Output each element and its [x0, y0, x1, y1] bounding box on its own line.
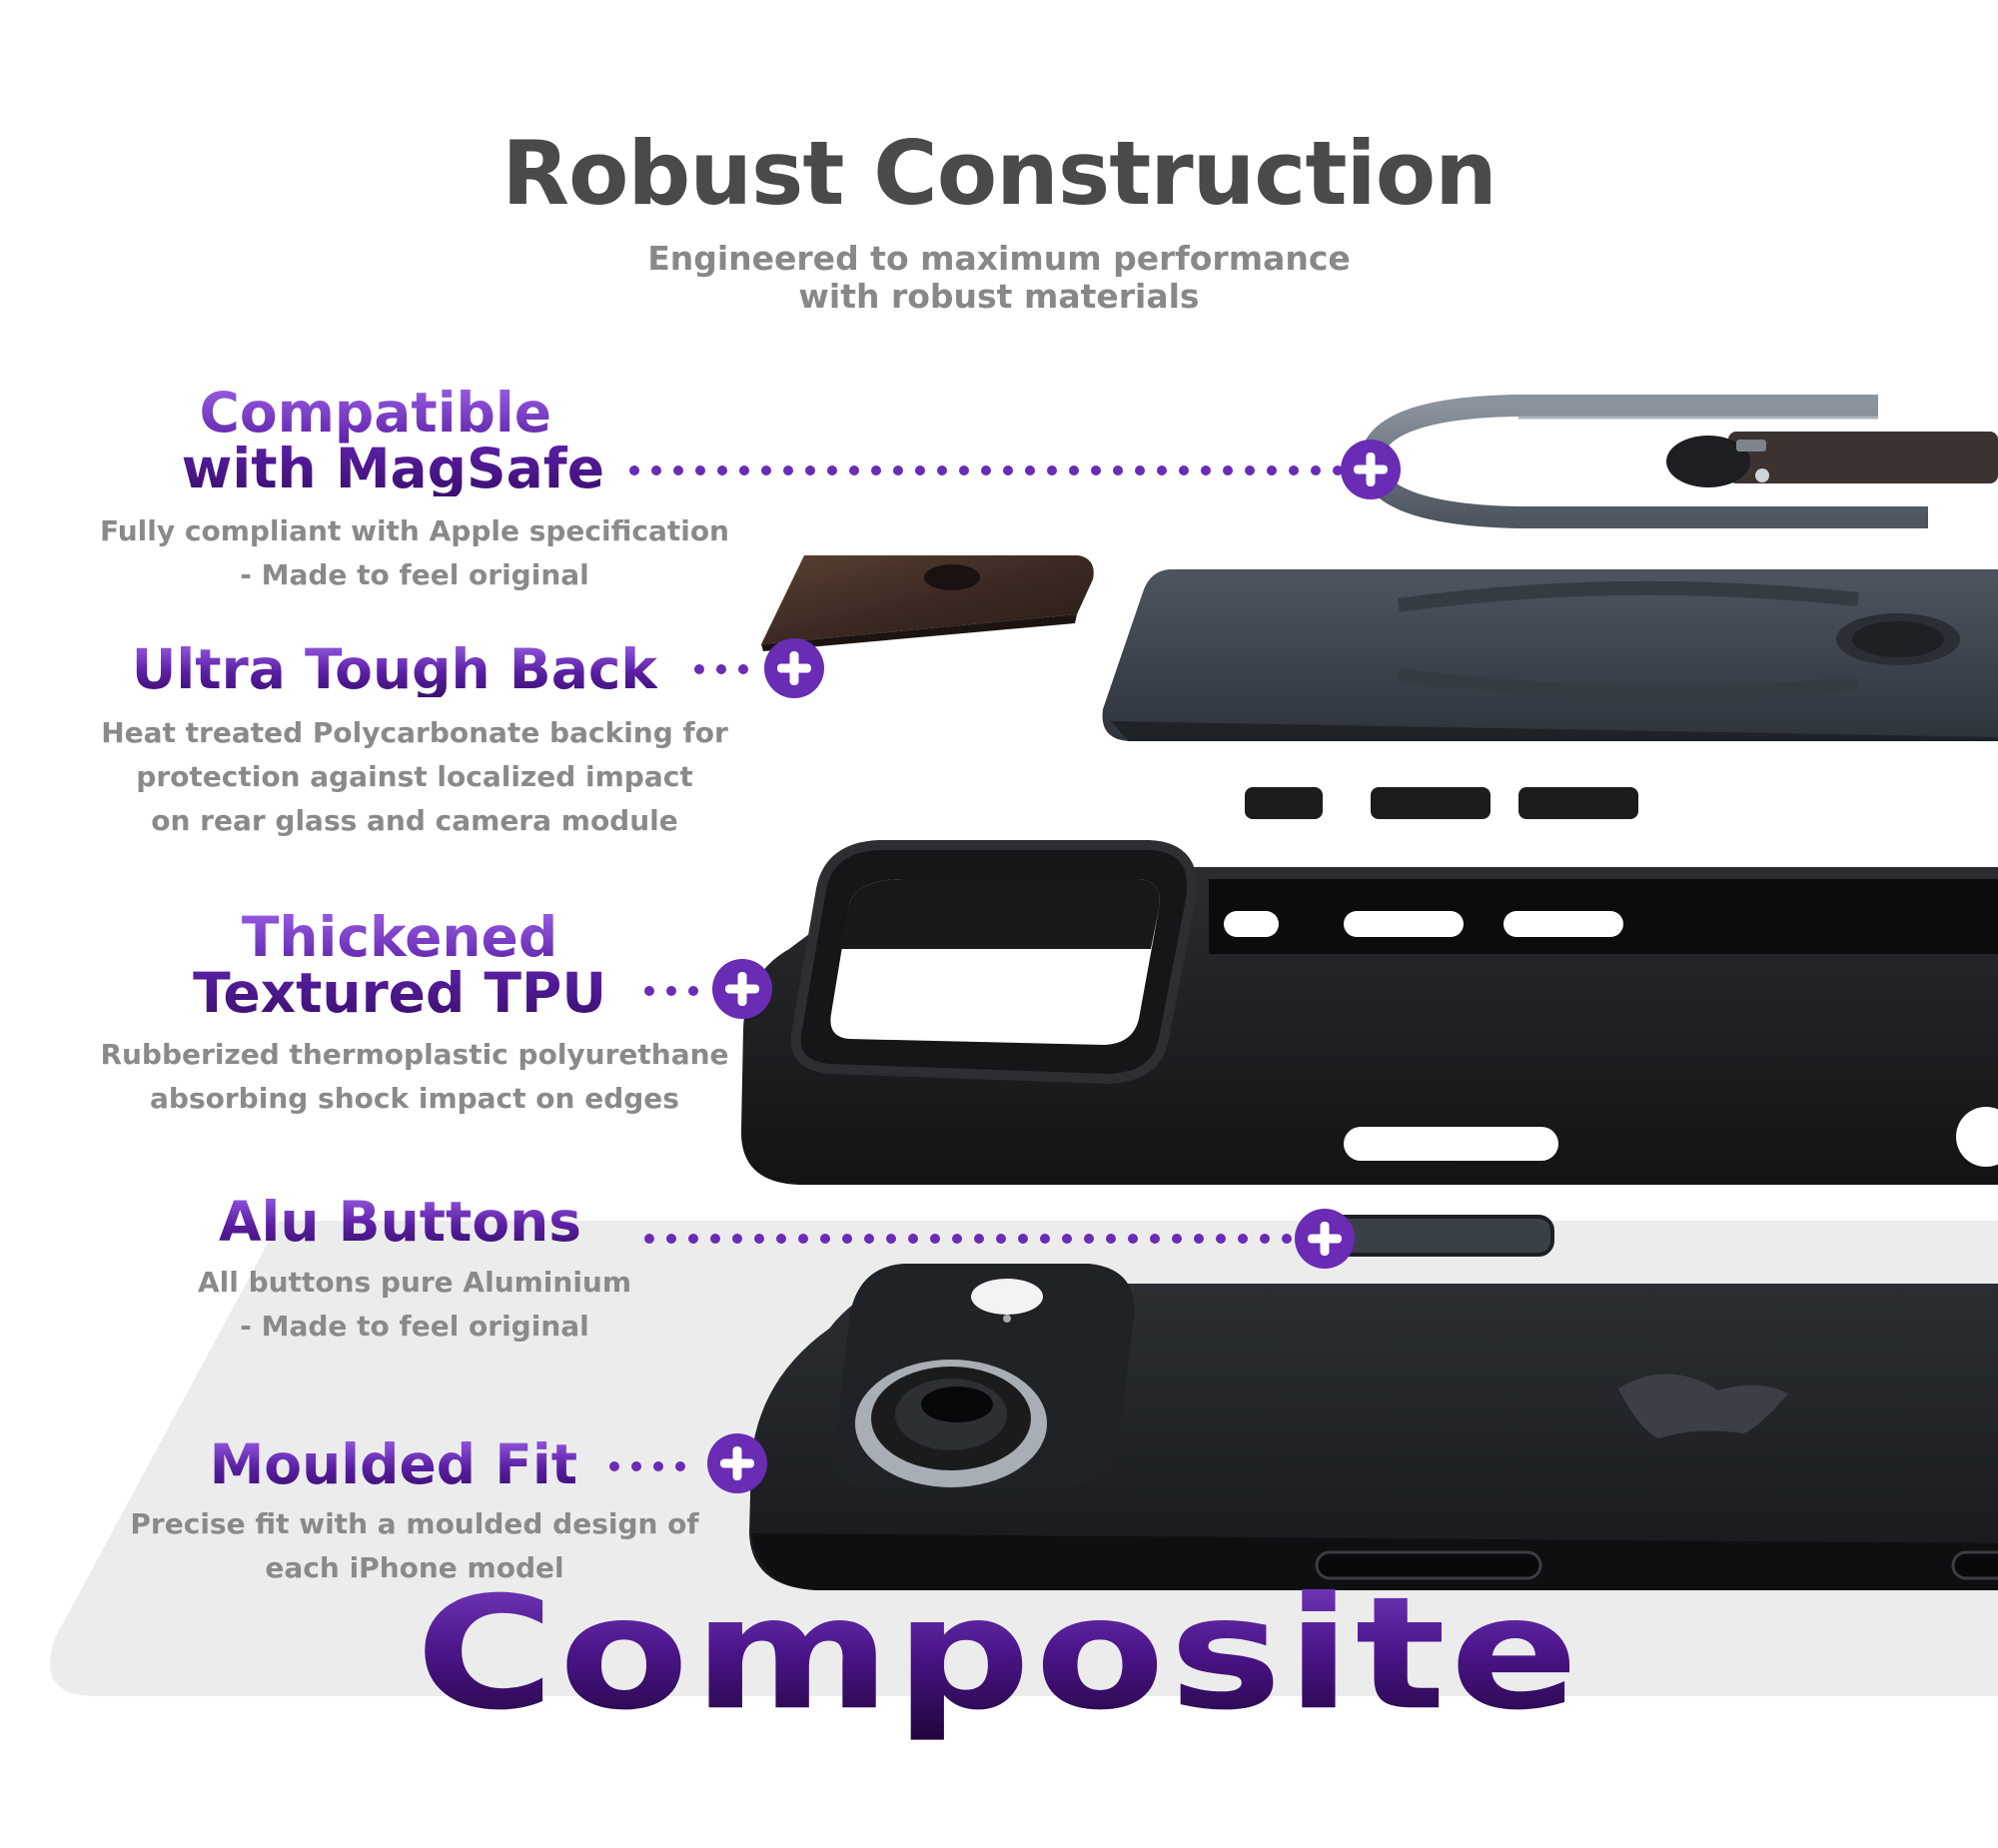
subtitle-line: Engineered to maximum performance [647, 239, 1351, 278]
feature-desc-line: Precise fit with a moulded design of [130, 1507, 699, 1540]
feature-title-tpu: Thickened Textured TPU [193, 909, 606, 1021]
feature-title-moulded: Moulded Fit [210, 1436, 577, 1492]
button-strip-1 [1245, 787, 1323, 819]
feature-title-magsafe: Compatible with MagSafe [182, 385, 604, 496]
button-strip-2 [1371, 787, 1491, 819]
feature-title-alu: Alu Buttons [219, 1194, 581, 1250]
feature-title-line: Compatible [199, 381, 552, 445]
feature-desc-line: Heat treated Polycarbonate backing for [101, 716, 728, 749]
feature-desc-line: All buttons pure Aluminium [197, 1266, 632, 1299]
composite-wordmark: Composite [0, 1563, 1998, 1744]
feature-title-line: Ultra Tough Back [131, 637, 657, 701]
plus-circle-icon [1341, 440, 1401, 499]
feature-desc-line: protection against localized impact [136, 760, 693, 793]
page-title: Robust Construction [501, 122, 1498, 225]
alu-button-image [1323, 1215, 1554, 1257]
feature-desc-line: Rubberized thermoplastic polyurethane [100, 1038, 729, 1071]
feature-desc-line: - Made to feel original [240, 1310, 589, 1343]
plus-circle-icon [764, 638, 824, 698]
feature-title-line: Moulded Fit [209, 1432, 577, 1496]
feature-desc-line: each iPhone model [100, 1546, 729, 1590]
feature-desc-line: on rear glass and camera module [151, 804, 678, 837]
tpu-case-frame-image [740, 840, 1998, 1185]
feature-desc-line: - Made to feel original [240, 558, 589, 591]
wood-back-plate-image [761, 555, 1094, 651]
subtitle-line: with robust materials [798, 277, 1200, 316]
magsafe-ring-image [1359, 395, 1998, 528]
feature-desc-magsafe: Fully compliant with Apple specification… [100, 509, 729, 597]
feature-title-line: with MagSafe [181, 437, 604, 500]
feature-desc-back: Heat treated Polycarbonate backing for p… [100, 711, 729, 843]
feature-desc-moulded: Precise fit with a moulded design of eac… [100, 1502, 729, 1590]
button-strip-3 [1518, 787, 1638, 819]
feature-title-line: Thickened [241, 905, 558, 969]
page-subtitle: Engineered to maximum performance with r… [0, 240, 1998, 316]
polycarbonate-back-image [1102, 569, 1998, 741]
plus-circle-icon [712, 959, 772, 1019]
feature-title-line: Textured TPU [193, 961, 606, 1025]
feature-title-back: Ultra Tough Back [132, 641, 657, 697]
feature-title-line: Alu Buttons [218, 1190, 581, 1254]
feature-desc-line: Fully compliant with Apple specification [100, 514, 729, 547]
iphone-image [749, 1264, 1998, 1590]
feature-desc-tpu: Rubberized thermoplastic polyurethane ab… [100, 1033, 729, 1121]
feature-desc-line: absorbing shock impact on edges [150, 1082, 679, 1115]
plus-circle-icon [1295, 1209, 1355, 1269]
plus-circle-icon [707, 1433, 767, 1493]
callout-lines [609, 465, 1349, 1471]
feature-desc-alu: All buttons pure Aluminium - Made to fee… [100, 1261, 729, 1349]
